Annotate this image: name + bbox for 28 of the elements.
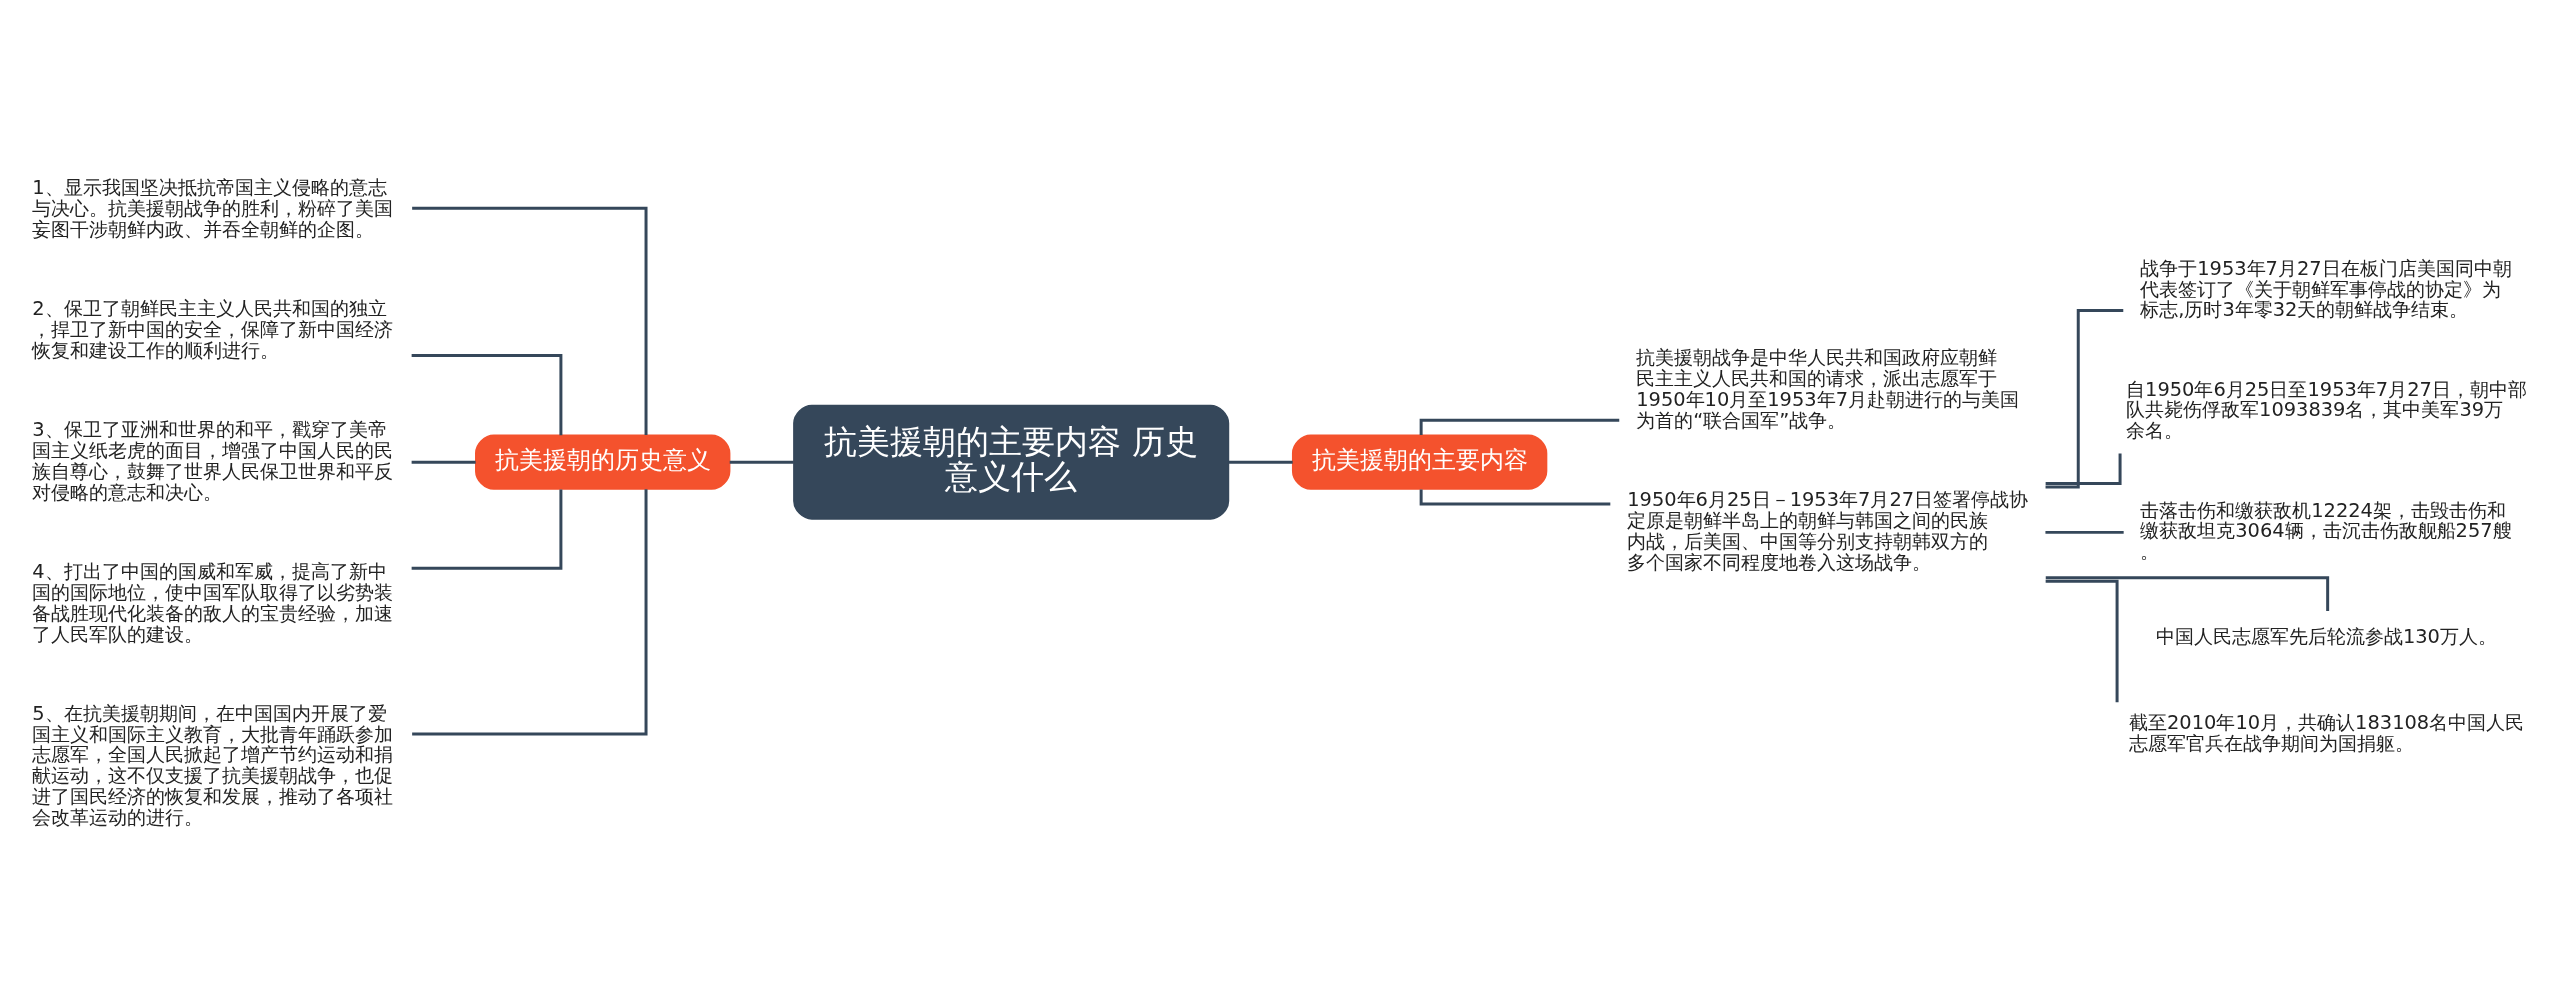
connector (412, 206, 648, 435)
connector (2045, 530, 2124, 534)
node-text: 截至2010年10月，共确认183108名中国人民志愿军官兵在战争期间为国捐躯。 (2129, 710, 2525, 755)
connector (411, 460, 476, 464)
connector (2045, 579, 2119, 702)
connector (2045, 452, 2122, 485)
node-text: 战争于1953年7月27日在板门店美国同中朝代表签订了《关于朝鲜军事停战的协定》为标志,历时3年零32天的朝鲜战争结束。 (2140, 256, 2512, 321)
node-text: 1950年6月25日－1953年7月27日签署停战协定原是朝鲜半岛上的朝鲜与韩国之间的民族内战，后美国、中国等分别支持朝韩双方的多个国家不同程度地卷入这场战争。 (1627, 487, 2029, 574)
node-box: 抗美援朝的主要内容 历史意义什么 (793, 404, 1230, 520)
node-text: 3、保卫了亚洲和世界的和平，戳穿了美帝国主义纸老虎的面目，增强了中国人民的民族自尊心，鼓舞了世界人民保卫世界和平反对侵略的意志和决心。 (32, 417, 394, 504)
node-text: 中国人民志愿军先后轮流参战130万人。 (2155, 624, 2497, 648)
node-text: 自1950年6月25日至1953年7月27日，朝中部队共毙伤俘敌军1093839名，其中美军39万余名。 (2126, 377, 2527, 442)
node-text: 2、保卫了朝鲜民主主义人民共和国的独立，捍卫了新中国的安全，保障了新中国经济恢复和建设工作的顺利进行。 (32, 296, 394, 362)
connector (1419, 488, 1611, 505)
node-box: 抗美援朝的历史意义 (475, 434, 731, 490)
node-text: 5、在抗美援朝期间，在中国国内开展了爱国主义和国际主义教育，大批青年踊跃参加志愿军，全国人民掀起了增产节约运动和捐献运动，这不仅支援了抗美援朝战争，也促进了国民经济的恢复和发展，推动了各项社会改革运动的进行。 (32, 701, 394, 829)
connector (1228, 460, 1293, 464)
node-box: 抗美援朝的主要内容 (1291, 434, 1548, 490)
connector (2045, 308, 2124, 489)
connector (411, 353, 563, 435)
node-text: 击落击伤和缴获敌机12224架，击毁击伤和缴获敌坦克3064辆，击沉击伤敌舰船257艘。 (2140, 498, 2512, 563)
connector (1419, 418, 1620, 435)
node-text: 抗美援朝战争是中华人民共和国政府应朝鲜民主主义人民共和国的请求，派出志愿军于1950年10月至1953年7月赴朝进行的与美国为首的“联合国军”战争。 (1636, 345, 2020, 432)
node-text: 1、显示我国坚决抵抗帝国主义侵略的意志与决心。抗美援朝战争的胜利，粉碎了美国妄图干涉朝鲜内政、并吞全朝鲜的企图。 (32, 175, 394, 241)
connector (411, 489, 563, 570)
node-text: 4、打出了中国的国威和军威，提高了新中国的国际地位，使中国军队取得了以劣势装备战胜现代化装备的敌人的宝贵经验，加速了人民军队的建设。 (32, 559, 394, 645)
connector (729, 460, 794, 464)
connector (412, 488, 648, 735)
